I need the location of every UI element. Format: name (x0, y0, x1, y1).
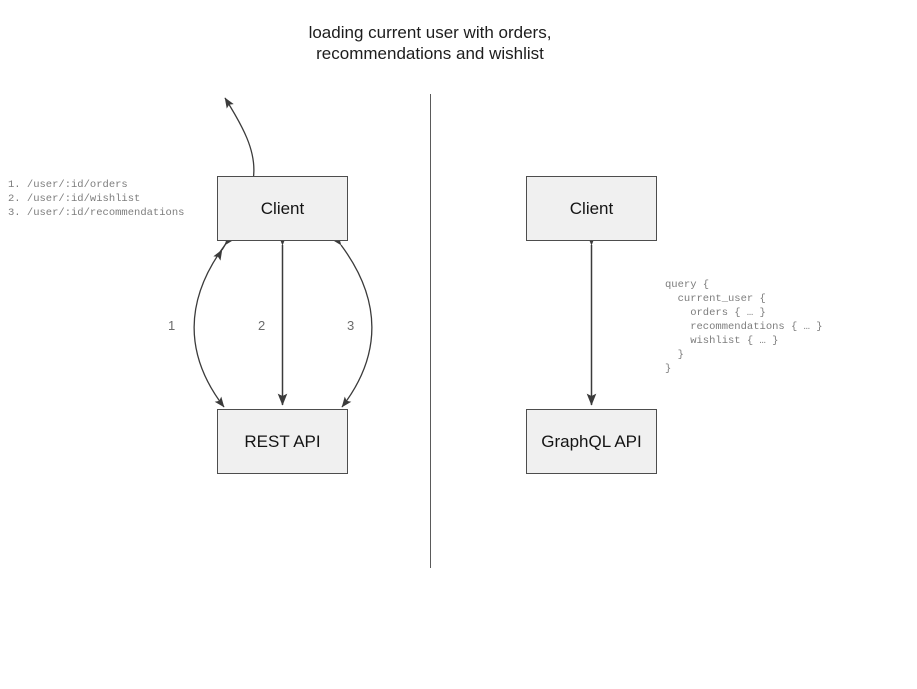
edge-label-2: 2 (258, 318, 266, 333)
node-client-graphql[interactable]: Client (526, 176, 657, 241)
rest-endpoints-list: 1. /user/:id/orders 2. /user/:id/wishlis… (8, 179, 185, 219)
graphql-query-snippet: query { current_user { orders { … } reco… (665, 279, 823, 375)
node-graphql-api[interactable]: GraphQL API (526, 409, 657, 474)
edge-3-arc-path (331, 234, 373, 408)
vertical-divider (430, 94, 431, 568)
edge-label-3: 3 (347, 318, 355, 333)
node-graphql-api-label: GraphQL API (541, 431, 642, 451)
diagram-title: loading current user with orders, recomm… (308, 23, 552, 63)
node-client-rest[interactable]: Client (217, 176, 348, 241)
node-client-rest-label: Client (260, 198, 305, 218)
edge-label-1: 1 (168, 318, 176, 333)
node-client-graphql-label: Client (569, 198, 614, 218)
node-rest-api-label: REST API (244, 431, 321, 451)
edge-1-arc-path (193, 234, 235, 408)
node-rest-api[interactable]: REST API (217, 409, 348, 474)
